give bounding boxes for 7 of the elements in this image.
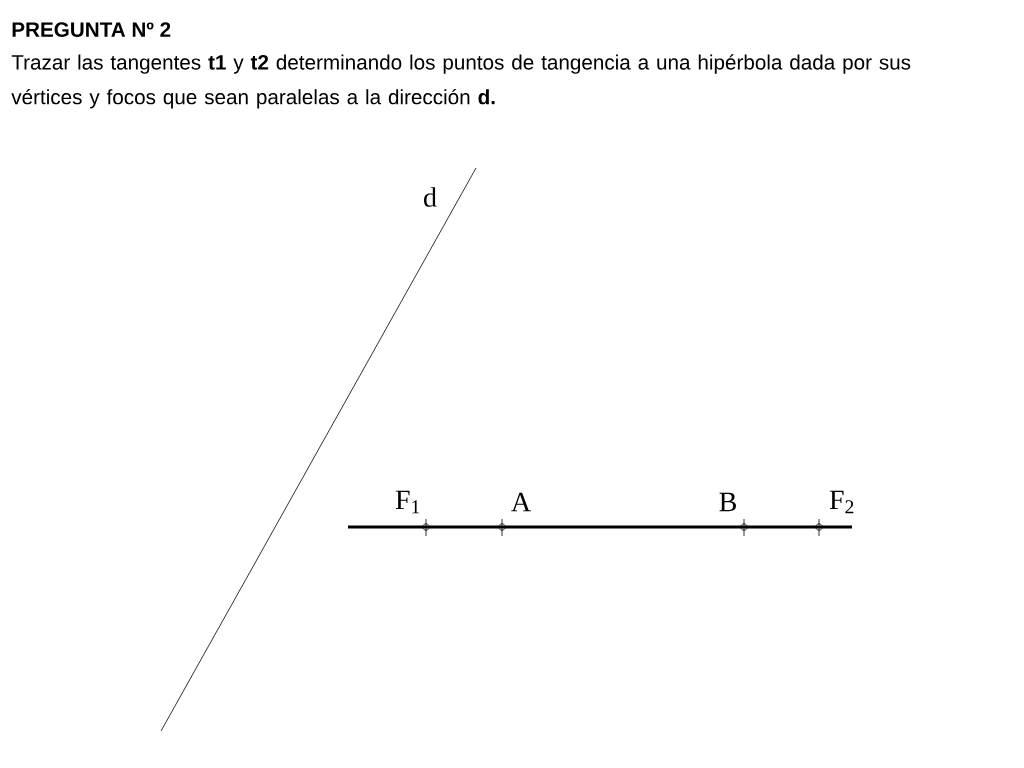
point-label: F$_{2}$ — [829, 490, 854, 514]
point-label: d — [424, 187, 437, 207]
point-label: F$_{1}$ — [395, 490, 420, 514]
point-label: B — [719, 492, 736, 512]
question-text: Trazar las tangentes t1 y t2 determinando los puntos de tangencia a una hipérbola dada por sus vértices y focos que sean paralelas a la dirección d. — [11, 54, 911, 109]
point-label: A — [511, 492, 531, 512]
question-heading: PREGUNTA Nº 2 — [12, 22, 171, 37]
